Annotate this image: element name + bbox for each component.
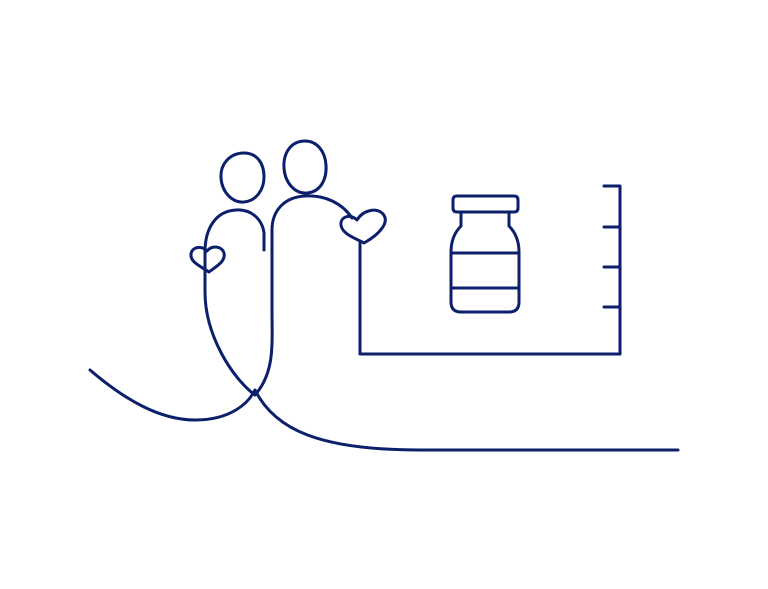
person-right-body xyxy=(270,194,354,232)
medicine-vial-icon xyxy=(449,194,521,314)
person-left-body xyxy=(203,208,274,397)
heart-icon xyxy=(339,208,387,245)
continuous-line-icon xyxy=(88,368,680,452)
scale-frame xyxy=(358,184,622,356)
heart-icon xyxy=(189,245,226,274)
person-left-icon xyxy=(203,151,274,397)
measurement-scale-icon xyxy=(358,184,622,356)
vial-cap xyxy=(451,194,520,214)
vial-body xyxy=(449,210,521,314)
person-left-head xyxy=(219,151,266,204)
person-right-head xyxy=(282,139,328,195)
person-right-icon xyxy=(270,139,354,232)
